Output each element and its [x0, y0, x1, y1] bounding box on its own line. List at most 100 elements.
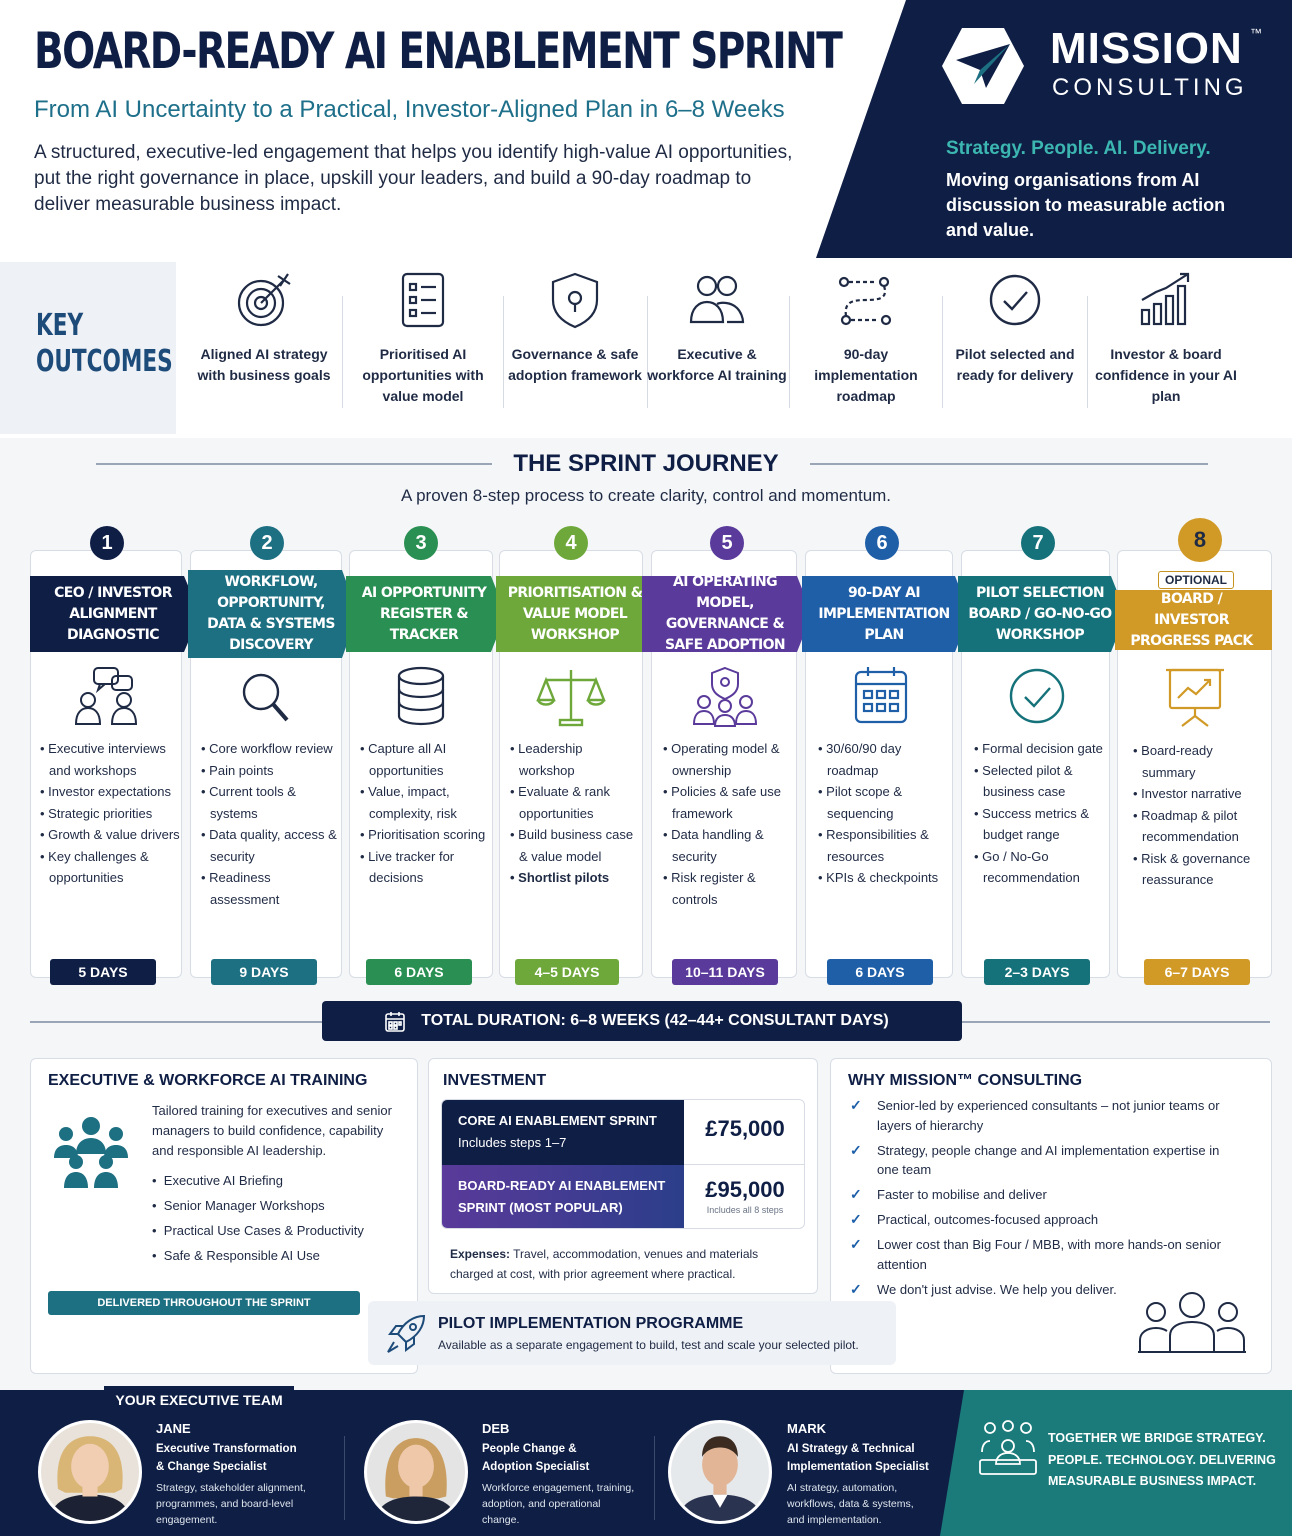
why-panel	[830, 1058, 1272, 1374]
magnifier-icon	[242, 673, 289, 722]
journey-subtitle: A proven 8-step process to create clarit…	[400, 486, 892, 505]
pilot-programme-box	[368, 1301, 896, 1365]
list-item: ✓We don't just advise. We help you deliv…	[848, 1280, 1228, 1300]
intro-text: A structured, executive-led engagement t…	[34, 142, 793, 215]
divider	[789, 296, 790, 408]
bullet-item: • Executive interviews and workshops	[40, 741, 166, 778]
training-title: EXECUTIVE & WORKFORCE AI TRAINING	[48, 1072, 368, 1089]
investment-title: INVESTMENT	[443, 1072, 547, 1089]
list-item: • Safe & Responsible AI Use	[152, 1248, 320, 1263]
calendar-icon	[385, 1012, 405, 1032]
closing-statement: TOGETHER WE BRIDGE STRATEGY. PEOPLE. TEC…	[1048, 1431, 1276, 1488]
heading-rule	[96, 463, 492, 465]
training-panel	[30, 1058, 418, 1374]
step-number: 5	[710, 526, 744, 560]
outcome-item: 90-day implementation roadmap	[791, 270, 941, 407]
member-role: Executive Transformation & Change Specia…	[156, 1443, 297, 1473]
roadmap-icon	[838, 276, 892, 326]
member-name: JANE	[156, 1421, 191, 1436]
member-name: DEB	[482, 1421, 510, 1436]
divider	[647, 296, 648, 408]
bullet-item: • Data quality, access & security	[201, 827, 337, 864]
member-name: MARK	[787, 1421, 826, 1436]
bullet-item: • Build business case & value model	[510, 827, 634, 864]
investment-table: CORE AI ENABLEMENT SPRINT Includes steps…	[441, 1099, 805, 1229]
bullet-item: • Risk register & controls	[663, 870, 756, 907]
bullet-item: • Formal decision gate	[974, 741, 1103, 756]
database-icon	[397, 666, 445, 726]
why-title: WHY MISSION™ CONSULTING	[848, 1072, 1083, 1089]
step-number: 3	[404, 526, 438, 560]
step-bullets: • Formal decision gate • Selected pilot …	[974, 738, 1104, 889]
bullet-item: • Capture all AI opportunities	[360, 741, 447, 778]
step-banner: AI OPPORTUNITY REGISTER & TRACKER	[346, 576, 506, 652]
org-shield-icon	[692, 666, 758, 727]
divider	[503, 296, 504, 408]
step-bullets: • Leadership workshop • Evaluate & rank …	[510, 738, 638, 889]
list-item: ✓Senior-led by experienced consultants –…	[850, 1097, 1220, 1133]
discussion-icon	[74, 667, 138, 725]
outcome-label: Governance & safe adoption framework	[508, 346, 642, 383]
outcome-label: Pilot selected and ready for delivery	[955, 346, 1075, 383]
step-banner: 90-DAY AI IMPLEMENTATION PLAN	[802, 576, 970, 652]
pilot-text: Available as a separate engagement to bu…	[438, 1338, 859, 1352]
package-name: BOARD-READY AI ENABLEMENT SPRINT (MOST P…	[442, 1165, 684, 1228]
duration-badge: 6 DAYS	[827, 959, 933, 985]
bullet-item: • KPIs & checkpoints	[818, 870, 939, 885]
team-network-icon	[979, 1420, 1037, 1475]
total-duration-bar: TOTAL DURATION: 6–8 WEEKS (42–44+ CONSUL…	[322, 1001, 962, 1041]
duration-badge: 10–11 DAYS	[672, 959, 778, 985]
step-banner: PILOT SELECTION BOARD / GO-NO-GO WORKSHO…	[958, 576, 1126, 652]
step-number: 6	[865, 526, 899, 560]
bullet-item: • Investor expectations	[40, 784, 172, 799]
page-subtitle: From AI Uncertainty to a Practical, Inve…	[34, 96, 785, 123]
bullet-item: • Current tools & systems	[201, 784, 296, 821]
duration-badge: 2–3 DAYS	[984, 959, 1090, 985]
check-circle-icon	[989, 274, 1041, 326]
key-outcomes-label-box	[0, 262, 176, 434]
step-bullets: • Board-ready summary • Investor narrati…	[1133, 740, 1265, 891]
step-banner: CEO / INVESTOR ALIGNMENT DIAGNOSTIC	[30, 576, 200, 652]
bullet-item: • Success metrics & budget range	[974, 805, 1090, 843]
bullet-item: • Readiness assessment	[201, 870, 280, 907]
divider	[654, 1436, 655, 1520]
pilot-title: PILOT IMPLEMENTATION PROGRAMME	[438, 1315, 744, 1332]
list-item: ✓Practical, outcomes-focused approach	[848, 1210, 1228, 1230]
rocket-icon	[387, 1314, 426, 1353]
bullet-item: • Operating model & ownership	[663, 741, 780, 778]
avatar	[38, 1420, 142, 1524]
member-role: AI Strategy & Technical Implementation S…	[787, 1443, 929, 1473]
table-row: CORE AI ENABLEMENT SPRINT Includes steps…	[442, 1100, 804, 1165]
bullet-item: • Shortlist pilots	[510, 870, 610, 885]
brand-trademark: ™	[1250, 26, 1262, 40]
step-bullets: • Capture all AI opportunities • Value, …	[360, 738, 490, 889]
check-icon: ✓	[850, 1280, 862, 1297]
bullet-item: • 30/60/90 day roadmap	[818, 741, 902, 778]
duration-badge: 6 DAYS	[366, 959, 472, 985]
outcome-item: Executive & workforce AI training	[642, 270, 792, 386]
check-icon: ✓	[850, 1141, 862, 1158]
bullet-item: • Live tracker for decisions	[360, 848, 455, 886]
step-bullets: • 30/60/90 day roadmap • Pilot scope & s…	[818, 738, 950, 889]
bullet-item: • Policies & safe use framework	[663, 784, 781, 821]
check-icon: ✓	[850, 1236, 862, 1252]
package-price: £75,000	[705, 1116, 785, 1141]
divider	[942, 296, 943, 408]
divider	[1087, 296, 1088, 408]
bullet-item: • Risk & governance reassurance	[1133, 850, 1251, 888]
bullet-item: • Pilot scope & sequencing	[818, 784, 903, 821]
step-number: 8	[1178, 518, 1222, 562]
bullet-item: • Investor narrative	[1133, 786, 1242, 801]
calendar-icon	[854, 667, 908, 724]
mission-logo-icon	[942, 28, 1024, 104]
bullet-item: • Value, impact, complexity, risk	[360, 784, 457, 821]
duration-badge: 6–7 DAYS	[1144, 959, 1250, 985]
target-icon	[237, 273, 291, 327]
avatar	[364, 1420, 468, 1524]
duration-badge: 9 DAYS	[211, 959, 317, 985]
outcome-item: Prioritised AI opportunities with value …	[348, 270, 498, 407]
step-banner: WORKFLOW, OPPORTUNITY, DATA & SYSTEMS DI…	[188, 570, 358, 658]
step-number: 1	[90, 526, 124, 560]
outcome-item: Governance & safe adoption framework	[500, 270, 650, 386]
step-bullets: • Executive interviews and workshops • I…	[40, 738, 180, 889]
